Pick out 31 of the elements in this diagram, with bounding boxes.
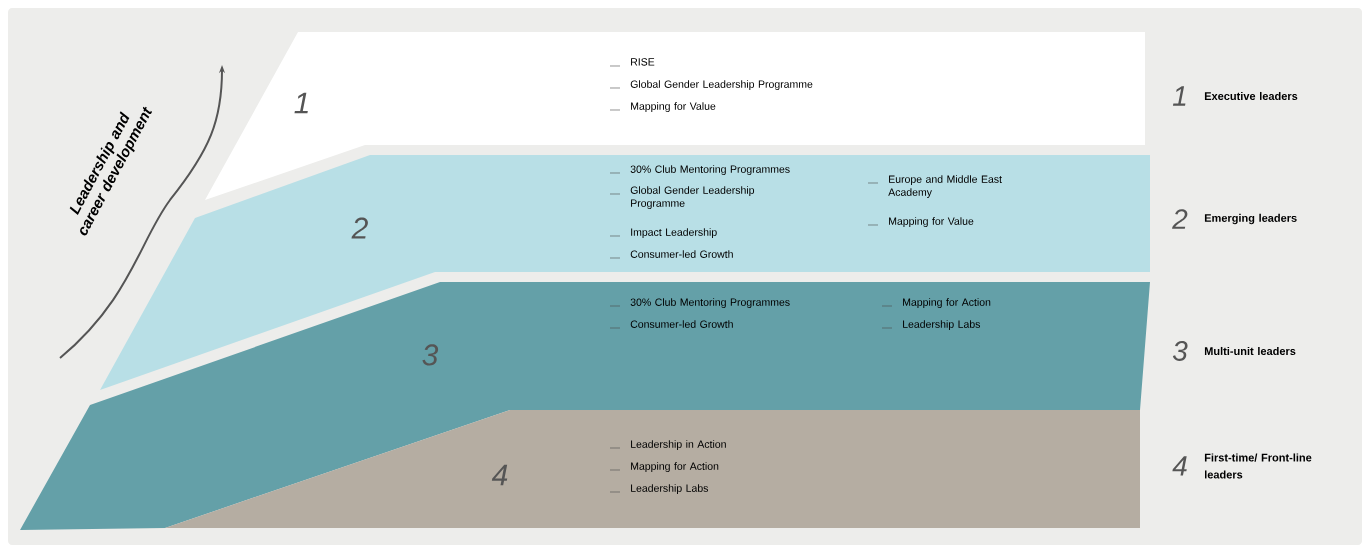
programme-item: 30% Club Mentoring Programmes [630,165,790,175]
level-title: Emerging leaders [1204,213,1297,225]
pyramid-level [165,410,1140,528]
programme-item: Consumer-led Growth [630,250,733,258]
level-number: 3 [1172,341,1188,361]
programme-item: RISE [631,58,655,66]
level-number: 4 [491,464,508,486]
pyramid-level [20,282,1150,530]
level-number: 1 [1172,86,1186,106]
programme-item: Global Gender Leadership Programme [630,80,813,90]
level-title: Multi-unit leaders [1204,346,1296,356]
level-title: Executive leaders [1204,91,1298,101]
level-number: 2 [1172,209,1188,229]
level-number: 2 [351,217,368,239]
level-number: 3 [422,344,439,366]
programme-item: Consumer-led Growth [630,320,733,328]
level-number: 1 [294,92,308,114]
programme-item: Mapping for Action [903,298,991,308]
programme-item: 30% Club Mentoring Programmes [630,298,790,308]
programme-item: Mapping for Value [889,217,974,227]
programme-item: Mapping for Value [631,102,716,112]
programme-item: Leadership Labs [631,484,709,494]
pyramid-level [205,32,1145,200]
programme-item: Leadership Labs [903,320,981,330]
programme-item: Europe and Middle East Academy [888,175,1002,198]
level-number: 4 [1172,456,1187,476]
programme-item: Leadership in Action [631,440,726,450]
programme-item: Impact Leadership [631,228,717,238]
level-title: First-time/ Front-line leaders [1204,453,1312,479]
programme-item: Global Gender Leadership Programme [630,186,755,209]
programme-item: Mapping for Action [631,462,719,472]
